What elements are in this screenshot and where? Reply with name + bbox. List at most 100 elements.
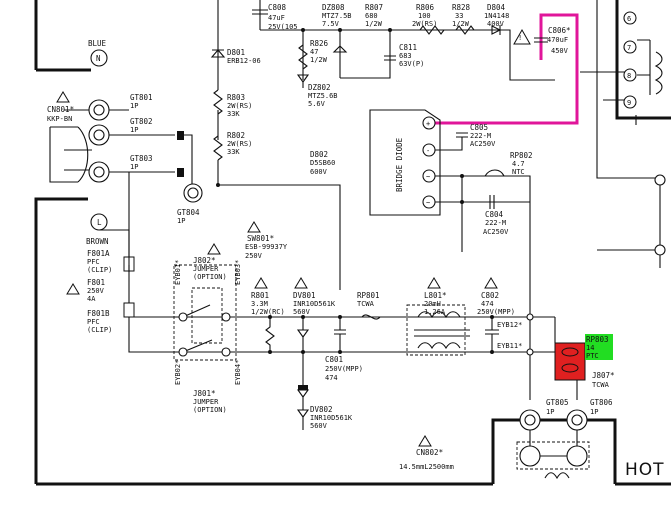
eyb12-label: EYB12* [497, 321, 522, 329]
dz802-part: MTZ5.6B [308, 92, 338, 100]
c806-ref: C806* [548, 26, 571, 35]
c804-volt: AC250V [483, 228, 509, 236]
f801a-clip: (CLIP) [87, 266, 112, 274]
rp803-ptc [554, 342, 586, 381]
f801-volt: 250V [87, 287, 105, 295]
c804-val: 222-M [485, 219, 506, 227]
dv802-ref: DV802 [310, 405, 333, 414]
j802-type: JUMPER [193, 265, 219, 273]
gt805-val: 1P [546, 408, 554, 416]
gt802-val: 1P [130, 126, 138, 134]
j807-ref: J807* [592, 371, 615, 380]
sw801-part: ESB-99937Y [245, 243, 288, 251]
j802-ref: J802* [193, 256, 216, 265]
r826-ref: R826 [310, 39, 329, 48]
gt801-ref: GT801 [130, 93, 153, 102]
r802-ref: R802 [227, 131, 245, 140]
blue-label: BLUE [88, 39, 107, 48]
rp802-type: NTC [512, 168, 525, 176]
r806-val: 100 [418, 12, 431, 20]
f801a-ref: F801A [87, 249, 110, 258]
gt806-ref: GT806 [590, 398, 613, 407]
eyb03-label: EYB03* [234, 260, 242, 285]
r807-val: 680 [365, 12, 378, 20]
pin-8: 8 [627, 72, 631, 80]
j807-type: TCWA [592, 381, 610, 389]
gt804-val: 1P [177, 217, 185, 225]
rp803-val: 14 [586, 344, 594, 352]
j801-type: JUMPER [193, 398, 219, 406]
r806-ref: R806 [416, 3, 435, 12]
c806-val: 470uF [547, 36, 568, 44]
bd-plus: + [426, 120, 430, 128]
r807-ref: R807 [365, 3, 383, 12]
bd-ac2: ~ [426, 199, 430, 207]
bridge-diode-label: BRIDGE DIODE [395, 137, 404, 192]
rp803-type: PTC [586, 352, 599, 360]
r806-watt: 2W(RS) [412, 20, 437, 28]
j801-ref: J801* [193, 389, 216, 398]
r807-watt: 1/2W [365, 20, 383, 28]
warning-triangles [56, 91, 498, 447]
d802-ref: D802 [310, 150, 328, 159]
dv802-part: INR10D561K [310, 414, 353, 422]
c808-ref: C808 [268, 3, 287, 12]
brown-l-label: L [97, 218, 102, 227]
c811-val: 683 [399, 52, 412, 60]
r828-watt: 1/2W [452, 20, 470, 28]
c805-volt: AC250V [470, 140, 496, 148]
d804-volt: 400V [487, 20, 505, 28]
eyb02-label: EYB02* [174, 360, 182, 385]
dv802-volt: 560V [310, 422, 328, 430]
cn802-len: 14.5mmL2500mm [399, 463, 454, 471]
bridge-diode-outline [369, 109, 441, 216]
r828-val: 33 [455, 12, 463, 20]
l801-induct: 20mH [424, 300, 441, 308]
r801-val: 3.3M [251, 300, 268, 308]
j802-option: (OPTION) [193, 273, 227, 281]
sw801-ref: SW801* [247, 234, 274, 243]
dv801-part: INR10D561K [293, 300, 336, 308]
rp803-label-bg [585, 334, 613, 360]
rp803-ref: RP803 [586, 335, 609, 344]
r826-watt: 1/2W [310, 56, 328, 64]
d802-volt: 600V [310, 168, 328, 176]
r803-part: 2W(RS) [227, 102, 252, 110]
rp801-type: TCWA [357, 300, 375, 308]
j801-option: (OPTION) [193, 406, 227, 414]
r828-ref: R828 [452, 3, 471, 12]
f801b-ref: F801B [87, 309, 110, 318]
gt806-val: 1P [590, 408, 598, 416]
c801-code: 474 [325, 374, 338, 382]
dz808-ref: DZ808 [322, 3, 345, 12]
c802-ref: C802 [481, 291, 499, 300]
f801b-clip: (CLIP) [87, 326, 112, 334]
brown-label: BROWN [86, 237, 109, 246]
c811-volt: 63V(P) [399, 60, 424, 68]
c802-val: 474 [481, 300, 494, 308]
gt804-ref: GT804 [177, 208, 200, 217]
d804-ref: D804 [487, 3, 506, 12]
hot-ground-border [34, 0, 671, 486]
dz808-part: MTZ7.5B [322, 12, 352, 20]
cn802-ref: CN802* [416, 448, 443, 457]
c805-val: 222-M [470, 132, 491, 140]
bd-ac1: ~ [426, 173, 430, 181]
r826-val: 47 [310, 48, 318, 56]
r803-ref: R803 [227, 93, 245, 102]
d801-ref: D801 [227, 48, 245, 57]
rp802-val: 4.7 [512, 160, 525, 168]
r802-part: 2W(RS) [227, 140, 252, 148]
hot-label: HOT [625, 460, 665, 480]
l801-ref: L801* [424, 291, 447, 300]
c801-val: 250V(MPP) [325, 365, 363, 373]
eyb11-label: EYB11* [497, 342, 522, 350]
gt802-ref: GT802 [130, 117, 153, 126]
c804-ref: C804 [485, 210, 504, 219]
d802-part: D5SB60 [310, 159, 335, 167]
c808-val: 47uF [268, 14, 285, 22]
c805-ref: C805 [470, 123, 488, 132]
r802-val: 33K [227, 148, 240, 156]
r801-watt: 1/2W(RC) [251, 308, 285, 316]
